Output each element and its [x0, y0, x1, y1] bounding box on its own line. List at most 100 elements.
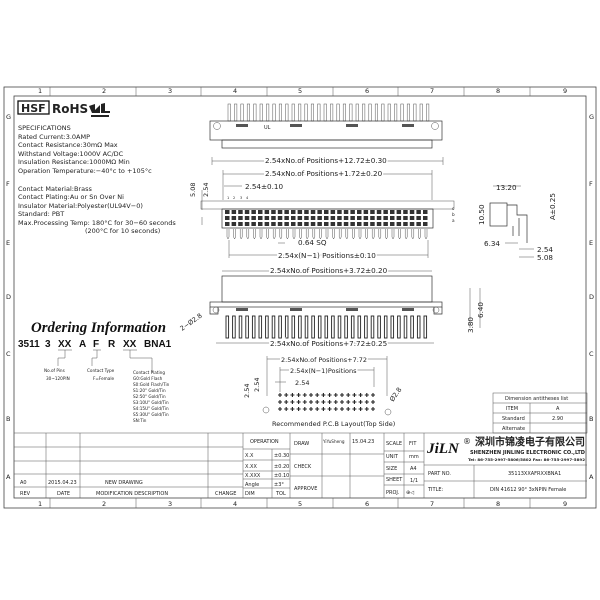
- pin: [319, 229, 322, 240]
- contact-hole: [231, 210, 237, 214]
- fin: [253, 103, 257, 122]
- pin: [305, 229, 309, 240]
- row-letter: c: [452, 206, 455, 211]
- pin: [377, 315, 381, 339]
- fin: [310, 103, 314, 122]
- pcb-hole: [346, 407, 351, 411]
- pin: [350, 315, 355, 339]
- contact-hole: [383, 216, 388, 220]
- pcb-hole: [358, 393, 363, 397]
- tol-dim: Angle: [245, 482, 259, 488]
- pin: [304, 315, 309, 339]
- fin: [259, 103, 263, 122]
- pin: [331, 315, 335, 339]
- fin: [323, 103, 327, 122]
- row-label: F: [6, 180, 10, 188]
- fin: [349, 103, 353, 122]
- contact-hole: [350, 216, 355, 220]
- table-cell: 2.90: [552, 416, 563, 422]
- dim-span: 2.54x(N−1) Positions±0.10: [278, 251, 376, 260]
- pin: [291, 315, 296, 339]
- row-label: D: [6, 293, 11, 301]
- contact-hole: [291, 210, 296, 214]
- pcb-hole: [327, 393, 332, 397]
- contact-hole: [363, 222, 369, 226]
- contact-hole: [258, 210, 263, 214]
- contact-hole: [343, 210, 349, 214]
- fin: [298, 103, 302, 122]
- pin: [404, 229, 408, 240]
- company-contact: Tel: 86-755-2997-5806/5802 Fax: 86-755-2…: [468, 458, 586, 462]
- column-label: 4: [233, 500, 237, 508]
- hsf-text: HSF: [21, 102, 46, 115]
- plating-option: SN:Tin: [133, 418, 147, 423]
- contact-hole: [258, 222, 263, 226]
- row-letter: b: [452, 212, 455, 217]
- tol-dim: X.XXX: [245, 473, 261, 479]
- spec-line: Withstand Voltage:1000V AC/DC: [18, 150, 124, 158]
- pin: [424, 229, 428, 240]
- pin: [292, 229, 296, 240]
- pcb-hole: [296, 400, 301, 404]
- table-cell: A: [556, 406, 560, 412]
- dim-bottom-top: 2.54xNo.of Positions+3.72±0.20: [270, 266, 388, 275]
- pin: [284, 315, 289, 339]
- pcb-hole: [296, 407, 301, 411]
- contact-hole: [244, 210, 250, 214]
- contact-hole: [383, 222, 388, 226]
- column-label: 3: [168, 500, 172, 508]
- scale-label: SCALE: [386, 441, 402, 447]
- pcb-hole: [340, 400, 344, 404]
- title-block: A0 2015.04.23 NEW DRAWING REV DATE MODIF…: [14, 432, 587, 498]
- rohs-text: RoHS: [52, 102, 88, 116]
- inner-frame: [13, 95, 587, 499]
- dim-side-a: A±0.25: [548, 193, 557, 220]
- material-line: Max.Processing Temp: 180°C for 30−60 sec…: [18, 219, 176, 227]
- column-label: 5: [298, 87, 302, 95]
- pin: [371, 229, 375, 240]
- dim-pcb-pitch: 2.54: [295, 379, 309, 387]
- contact-hole: [370, 216, 375, 220]
- tol-value: ±0.30: [274, 453, 289, 459]
- company-logo: JiLN: [426, 441, 460, 457]
- pin: [245, 315, 249, 339]
- contact-hole: [324, 216, 329, 220]
- contact-hole: [376, 216, 382, 220]
- unit-label: UNIT: [386, 454, 399, 460]
- contact-hole: [343, 222, 349, 226]
- row-label: G: [589, 113, 594, 121]
- bottom-view: 2.54xNo.of Positions+3.72±0.20 2−Ø2.8 2.…: [179, 265, 443, 350]
- row-label: D: [589, 293, 594, 301]
- table-cell: Alternate: [502, 426, 525, 432]
- title-value: DIN 41612 90° 3xNPIN Female: [490, 487, 566, 493]
- pin: [416, 315, 421, 339]
- contact-hole: [409, 210, 415, 214]
- pcb-hole: [315, 407, 320, 411]
- contact-hole: [409, 216, 415, 220]
- pin: [246, 229, 250, 240]
- pin: [403, 315, 408, 339]
- contact-hole: [304, 216, 309, 220]
- projection-icon: ⊕◁: [406, 490, 414, 496]
- column-label: 2: [102, 87, 106, 95]
- dim-side-offset: 6.34: [484, 239, 500, 248]
- pin-number: 4: [246, 196, 249, 200]
- pcb-hole: [321, 400, 326, 404]
- contact-hole: [291, 222, 296, 226]
- pin: [266, 229, 269, 240]
- pcb-hole: [364, 393, 369, 397]
- plating-option: S5:30U" Gold/Tin: [133, 412, 169, 417]
- contact-type-label: Contact Type: [87, 368, 115, 373]
- dim-side-height: 10.50: [477, 204, 486, 225]
- pin: [370, 315, 375, 339]
- pin: [298, 315, 302, 339]
- column-label: 7: [430, 500, 434, 508]
- contact-type-value: F=Female: [93, 376, 114, 381]
- contact-hole: [277, 222, 283, 226]
- row-label: C: [589, 350, 594, 358]
- pin: [357, 315, 362, 339]
- dim-height-b: 6.40: [476, 302, 485, 318]
- pin: [317, 315, 322, 339]
- dim-row-pitch: 2.54: [202, 183, 210, 197]
- tol-value: ±0.20: [274, 464, 289, 470]
